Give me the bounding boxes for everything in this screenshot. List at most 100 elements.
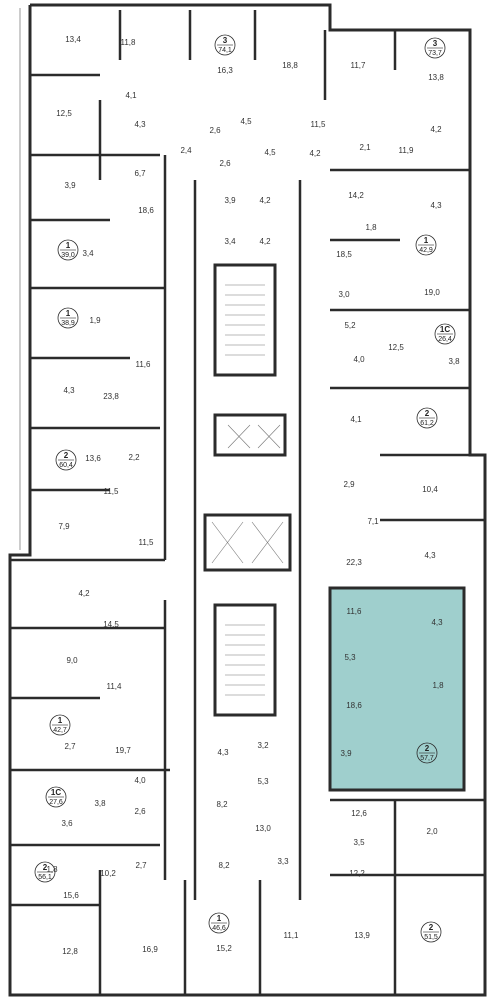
apartment-badge[interactable]: 142,7 bbox=[49, 714, 71, 736]
room-area-label: 1,8 bbox=[46, 865, 58, 874]
room-area-label: 18,6 bbox=[346, 701, 362, 710]
room-area-label: 4,3 bbox=[63, 386, 75, 395]
room-area-label: 4,0 bbox=[353, 355, 365, 364]
room-area-label: 3,0 bbox=[338, 290, 350, 299]
room-area-label: 4,1 bbox=[350, 415, 362, 424]
room-area-label: 15,2 bbox=[216, 944, 232, 953]
apartment-badge[interactable]: 251,5 bbox=[420, 921, 442, 943]
apartment-rooms: 2 bbox=[429, 923, 434, 932]
room-area-label: 4,3 bbox=[431, 618, 443, 627]
stair-treads bbox=[211, 284, 284, 696]
room-area-label: 4,1 bbox=[125, 91, 137, 100]
room-area-label: 3,8 bbox=[94, 799, 106, 808]
apartment-labels: 374,1373,7139,0142,9138,91С26,4261,2260,… bbox=[34, 34, 456, 943]
room-area-label: 4,2 bbox=[259, 196, 271, 205]
room-area-label: 12,5 bbox=[56, 109, 72, 118]
room-area-label: 4,2 bbox=[259, 237, 271, 246]
apartment-badge[interactable]: 260,4 bbox=[55, 449, 77, 471]
apartment-area: 61,2 bbox=[420, 420, 434, 427]
apartment-rooms: 1 bbox=[66, 309, 71, 318]
room-area-label: 2,1 bbox=[359, 143, 371, 152]
apartment-badge[interactable]: 374,1 bbox=[214, 34, 236, 56]
room-area-label: 13,9 bbox=[354, 931, 370, 940]
room-area-label: 14,5 bbox=[103, 620, 119, 629]
highlighted-apartment[interactable] bbox=[328, 586, 466, 792]
room-area-label: 11,7 bbox=[351, 61, 367, 70]
apartment-area: 27,6 bbox=[49, 799, 63, 806]
room-area-label: 11,4 bbox=[107, 682, 123, 691]
room-area-label: 11,1 bbox=[284, 931, 300, 940]
apartment-badge[interactable]: 261,2 bbox=[416, 407, 438, 429]
room-area-label: 3,9 bbox=[340, 749, 352, 758]
room-area-label: 11,8 bbox=[121, 38, 137, 47]
room-area-label: 12,2 bbox=[349, 869, 365, 878]
room-area-label: 19,0 bbox=[424, 288, 440, 297]
room-area-label: 1,8 bbox=[432, 681, 444, 690]
room-area-label: 13,0 bbox=[255, 824, 271, 833]
apartment-badge[interactable]: 373,7 bbox=[424, 37, 446, 59]
room-area-label: 9,0 bbox=[66, 656, 78, 665]
apartment-badge[interactable]: 256,1 bbox=[34, 861, 56, 883]
room-area-label: 2,9 bbox=[343, 480, 355, 489]
room-area-label: 1,9 bbox=[89, 316, 101, 325]
room-area-label: 2,6 bbox=[134, 807, 146, 816]
room-area-label: 3,2 bbox=[257, 741, 269, 750]
room-area-label: 6,7 bbox=[134, 169, 146, 178]
apartment-area: 26,4 bbox=[438, 336, 452, 343]
apartment-rooms: 3 bbox=[433, 39, 438, 48]
room-area-label: 3,8 bbox=[448, 357, 460, 366]
apartment-area: 39,0 bbox=[61, 252, 75, 259]
room-area-label: 10,4 bbox=[422, 485, 438, 494]
room-area-label: 3,4 bbox=[82, 249, 94, 258]
room-area-label: 12,6 bbox=[351, 809, 367, 818]
room-area-label: 4,0 bbox=[134, 776, 146, 785]
room-area-label: 11,6 bbox=[136, 360, 152, 369]
room-area-label: 13,8 bbox=[428, 73, 444, 82]
room-area-label: 3,3 bbox=[277, 857, 289, 866]
apartment-area: 42,7 bbox=[53, 727, 67, 734]
room-area-label: 12,5 bbox=[388, 343, 404, 352]
apartment-area: 60,4 bbox=[59, 462, 73, 469]
apartment-badge[interactable]: 257,7 bbox=[416, 742, 438, 764]
room-area-label: 7,1 bbox=[367, 517, 379, 526]
room-area-label: 12,8 bbox=[62, 947, 78, 956]
room-area-label: 11,5 bbox=[139, 538, 155, 547]
apartment-badge[interactable]: 139,0 bbox=[57, 239, 79, 261]
room-area-label: 4,2 bbox=[309, 149, 321, 158]
room-area-label: 1,8 bbox=[365, 223, 377, 232]
room-area-label: 7,9 bbox=[58, 522, 70, 531]
apartment-area: 73,7 bbox=[428, 50, 442, 57]
room-area-label: 16,9 bbox=[142, 945, 158, 954]
room-area-label: 23,8 bbox=[103, 392, 119, 401]
room-area-label: 2,2 bbox=[128, 453, 140, 462]
room-area-label: 2,0 bbox=[426, 827, 438, 836]
apartment-rooms: 1 bbox=[66, 241, 71, 250]
room-area-label: 18,8 bbox=[282, 61, 298, 70]
apartment-area: 42,9 bbox=[419, 247, 433, 254]
apartment-area: 46,6 bbox=[212, 925, 226, 932]
room-area-label: 19,7 bbox=[115, 746, 131, 755]
apartment-rooms: 2 bbox=[64, 451, 69, 460]
apartment-badge[interactable]: 146,6 bbox=[208, 912, 230, 934]
room-area-label: 11,9 bbox=[399, 146, 415, 155]
room-area-label: 5,3 bbox=[344, 653, 356, 662]
room-area-label: 14,2 bbox=[348, 191, 364, 200]
room-area-label: 4,5 bbox=[240, 117, 252, 126]
room-area-label: 11,6 bbox=[347, 607, 363, 616]
apartment-area: 56,1 bbox=[38, 874, 52, 881]
core bbox=[203, 263, 292, 717]
apartment-rooms: 2 bbox=[425, 744, 430, 753]
apartment-badge[interactable]: 142,9 bbox=[415, 234, 437, 256]
room-area-label: 18,5 bbox=[336, 250, 352, 259]
apartment-area: 51,5 bbox=[424, 934, 438, 941]
room-area-label: 11,5 bbox=[311, 120, 327, 129]
room-area-label: 5,2 bbox=[344, 321, 356, 330]
room-area-label: 22,3 bbox=[346, 558, 362, 567]
apartment-area: 38,9 bbox=[61, 320, 75, 327]
apartment-area: 57,7 bbox=[420, 755, 434, 762]
apartment-badge[interactable]: 138,9 bbox=[57, 307, 79, 329]
